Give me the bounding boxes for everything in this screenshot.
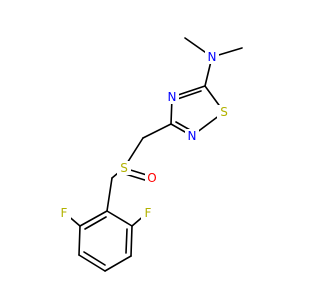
atom-f-left: F [57, 206, 71, 220]
bond-ring-5-6 [130, 225, 133, 257]
atom-o-sulfinyl-label: O [147, 171, 156, 185]
bond-ring-3-4 [78, 254, 106, 272]
atom-o-sulfinyl: O [145, 171, 159, 185]
atom-n-amine: N [205, 50, 219, 64]
molecule-structure-diagram: N N S N S O F F [57, 37, 243, 272]
atom-n-ring-bottom: N [185, 129, 199, 143]
atom-s-ring-label: S [220, 105, 228, 119]
atom-s-ring: S [217, 105, 231, 119]
atom-n-ring-top: N [165, 90, 179, 104]
atom-f-left-label: F [61, 206, 68, 220]
bond-ring-2-3 [78, 225, 81, 256]
bond-ring-6-1 [106, 210, 133, 227]
bond-ring-1-2 [79, 210, 108, 227]
bond-c3-ch2 [142, 123, 172, 139]
bond-ring-4-5 [104, 255, 132, 272]
bond-layer [65, 37, 243, 272]
atom-n-ring-bottom-label: N [188, 129, 197, 143]
atom-n-amine-label: N [208, 50, 217, 64]
bond-ring-double-b [83, 251, 106, 266]
bond-ring-double-a [84, 216, 107, 230]
atom-f-right-label: F [145, 206, 152, 220]
bond-ring-double-c [125, 228, 128, 254]
bond-ch2-ring [106, 177, 113, 212]
atom-s-sulfinyl: S [117, 161, 131, 175]
atom-label-layer: N N S N S O F F [57, 50, 231, 220]
bond-c5-n4-double [175, 90, 202, 101]
atom-n-ring-top-label: N [168, 90, 177, 104]
atom-f-right: F [141, 206, 155, 220]
atom-s-sulfinyl-label: S [120, 161, 128, 175]
